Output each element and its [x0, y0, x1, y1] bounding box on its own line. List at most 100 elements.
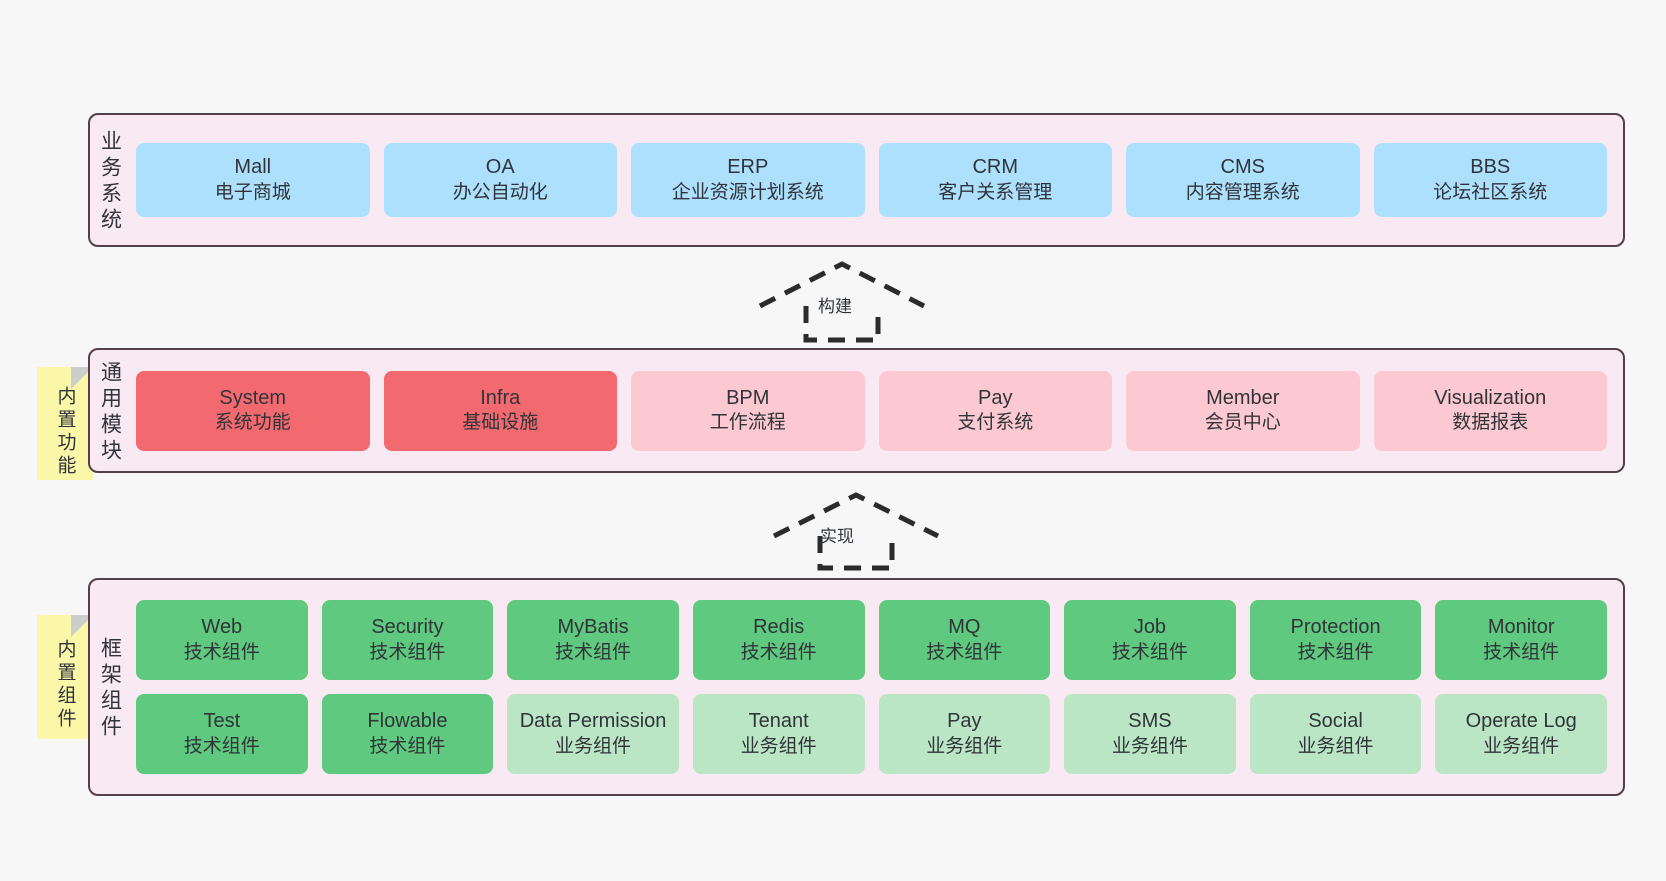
card-pay[interactable]: Pay 支付系统: [878, 370, 1112, 451]
card-subtitle: 技术组件: [183, 641, 260, 663]
card-subtitle: 技术组件: [1297, 641, 1374, 663]
card-title: Infra: [480, 386, 521, 409]
layer-body-framework-components: Web 技术组件 Security 技术组件 MyBatis 技术组件 Redi…: [130, 580, 1623, 794]
connector-build-label: 构建: [818, 297, 852, 316]
card-title: Web: [201, 616, 243, 639]
card-social[interactable]: Social 业务组件: [1249, 694, 1422, 774]
card-subtitle: 技术组件: [369, 735, 446, 757]
card-flowable[interactable]: Flowable 技术组件: [321, 694, 494, 774]
card-title: Test: [203, 710, 241, 733]
card-subtitle: 内容管理系统: [1185, 181, 1300, 203]
layer-framework-components: 框架组件 Web 技术组件 Security 技术组件 MyBatis 技术组件…: [88, 578, 1625, 796]
card-protection[interactable]: Protection 技术组件: [1249, 600, 1422, 680]
card-subtitle: 支付系统: [957, 412, 1034, 434]
card-subtitle: 技术组件: [1483, 641, 1560, 663]
card-title: Pay: [978, 386, 1013, 409]
card-mall[interactable]: Mall 电子商城: [136, 143, 370, 217]
card-monitor[interactable]: Monitor 技术组件: [1435, 600, 1607, 680]
card-title: SMS: [1128, 710, 1172, 733]
card-security[interactable]: Security 技术组件: [321, 600, 494, 680]
card-row: Web 技术组件 Security 技术组件 MyBatis 技术组件 Redi…: [136, 600, 1607, 680]
card-title: CMS: [1220, 156, 1265, 179]
card-subtitle: 会员中心: [1204, 412, 1281, 434]
layer-title-framework-components: 框架组件: [98, 637, 122, 741]
card-title: ERP: [727, 156, 769, 179]
card-system[interactable]: System 系统功能: [136, 370, 370, 451]
card-title: Monitor: [1487, 616, 1555, 639]
card-oa[interactable]: OA 办公自动化: [383, 143, 617, 217]
card-subtitle: 数据报表: [1452, 412, 1529, 434]
card-title: BPM: [726, 386, 770, 409]
card-subtitle: 技术组件: [926, 641, 1003, 663]
card-title: Tenant: [748, 710, 809, 733]
card-title: Mall: [234, 156, 272, 179]
layer-title-business-system: 业务系统: [98, 130, 122, 234]
card-infra[interactable]: Infra 基础设施: [383, 370, 617, 451]
card-subtitle: 业务组件: [555, 735, 632, 757]
card-subtitle: 技术组件: [183, 735, 260, 757]
card-title: Pay: [947, 710, 982, 733]
layer-business-system: 业务系统 Mall 电子商城 OA 办公自动化 ERP 企业资源计划系统 CRM…: [88, 113, 1625, 247]
card-erp[interactable]: ERP 企业资源计划系统: [631, 143, 865, 217]
layer-body-common-modules: System 系统功能 Infra 基础设施 BPM 工作流程 Pay 支付系统…: [130, 350, 1623, 471]
card-tenant[interactable]: Tenant 业务组件: [692, 694, 865, 774]
card-operate-log[interactable]: Operate Log 业务组件: [1435, 694, 1607, 774]
layer-title-common-modules: 通用模块: [98, 360, 122, 465]
card-subtitle: 业务组件: [1483, 735, 1560, 757]
card-row: Test 技术组件 Flowable 技术组件 Data Permission …: [136, 694, 1607, 774]
card-redis[interactable]: Redis 技术组件: [692, 600, 865, 680]
card-bbs[interactable]: BBS 论坛社区系统: [1373, 143, 1607, 217]
card-crm[interactable]: CRM 客户关系管理: [878, 143, 1112, 217]
connector-implement-label: 实现: [820, 527, 854, 546]
sticky-note-builtin-components: 内置组件: [37, 615, 93, 739]
sticky-note-builtin-features: 内置功能: [37, 367, 93, 480]
card-title: Social: [1308, 710, 1363, 733]
card-subtitle: 业务组件: [1297, 735, 1374, 757]
card-subtitle: 办公自动化: [452, 181, 548, 203]
card-title: Redis: [753, 616, 805, 639]
card-title: Member: [1206, 386, 1280, 409]
connector-build-arrow: [752, 258, 932, 344]
card-subtitle: 客户关系管理: [938, 181, 1053, 203]
card-data-permission[interactable]: Data Permission 业务组件: [507, 694, 679, 774]
card-subtitle: 电子商城: [214, 181, 291, 203]
card-title: MQ: [948, 616, 981, 639]
card-row: System 系统功能 Infra 基础设施 BPM 工作流程 Pay 支付系统…: [136, 370, 1607, 451]
card-title: CRM: [972, 156, 1019, 179]
card-bpm[interactable]: BPM 工作流程: [631, 370, 865, 451]
card-pay-business[interactable]: Pay 业务组件: [878, 694, 1051, 774]
card-title: OA: [485, 156, 515, 179]
card-title: BBS: [1470, 156, 1511, 179]
card-subtitle: 企业资源计划系统: [671, 181, 824, 203]
card-title: Operate Log: [1465, 710, 1577, 733]
card-mybatis[interactable]: MyBatis 技术组件: [507, 600, 679, 680]
card-title: Protection: [1290, 616, 1381, 639]
card-subtitle: 业务组件: [1111, 735, 1188, 757]
card-sms[interactable]: SMS 业务组件: [1064, 694, 1236, 774]
card-title: Security: [371, 616, 444, 639]
card-visualization[interactable]: Visualization 数据报表: [1373, 370, 1607, 451]
card-subtitle: 技术组件: [369, 641, 446, 663]
card-subtitle: 论坛社区系统: [1433, 181, 1548, 203]
card-subtitle: 业务组件: [926, 735, 1003, 757]
card-subtitle: 基础设施: [462, 412, 539, 434]
card-web[interactable]: Web 技术组件: [136, 600, 308, 680]
card-subtitle: 技术组件: [740, 641, 817, 663]
connector-implement-arrow: [766, 490, 946, 571]
card-subtitle: 业务组件: [740, 735, 817, 757]
card-subtitle: 工作流程: [709, 412, 786, 434]
card-job[interactable]: Job 技术组件: [1064, 600, 1236, 680]
card-cms[interactable]: CMS 内容管理系统: [1126, 143, 1360, 217]
card-title: MyBatis: [557, 616, 629, 639]
card-title: Data Permission: [519, 710, 667, 733]
card-test[interactable]: Test 技术组件: [136, 694, 308, 774]
card-title: System: [219, 386, 287, 409]
card-title: Job: [1133, 616, 1167, 639]
layer-body-business-system: Mall 电子商城 OA 办公自动化 ERP 企业资源计划系统 CRM 客户关系…: [130, 115, 1623, 245]
card-title: Flowable: [367, 710, 448, 733]
card-member[interactable]: Member 会员中心: [1126, 370, 1360, 451]
card-mq[interactable]: MQ 技术组件: [878, 600, 1051, 680]
card-subtitle: 技术组件: [555, 641, 632, 663]
card-subtitle: 系统功能: [214, 412, 291, 434]
